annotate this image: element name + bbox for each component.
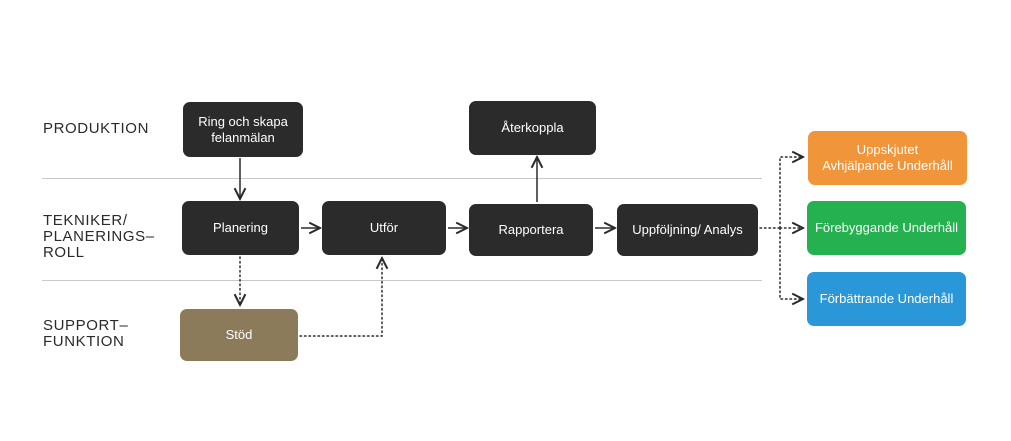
node-label: Utför — [369, 220, 399, 235]
node-ring-och-skapa-felanmalan: Ring och skapa felanmälan — [183, 102, 303, 157]
lane-label-line: PLANERINGS– — [43, 228, 155, 245]
lane-label-support: SUPPORT– FUNKTION — [43, 318, 128, 350]
lane-divider — [42, 178, 762, 179]
node-label-line: Avhjälpande Underhåll — [822, 158, 953, 173]
node-aterkoppla: Återkoppla — [469, 101, 596, 155]
node-label: Förbättrande Underhåll — [819, 291, 954, 306]
node-label: Stöd — [225, 327, 253, 342]
node-planering: Planering — [182, 201, 299, 255]
lane-divider — [42, 280, 762, 281]
lane-label-line: PRODUKTION — [43, 120, 150, 137]
lane-label-tekniker: TEKNIKER/ PLANERINGS– ROLL — [43, 213, 155, 261]
node-label: Rapportera — [498, 222, 564, 237]
node-stod: Stöd — [180, 309, 298, 361]
lane-label-line: ROLL — [43, 244, 85, 261]
node-label-line: Uppskjutet — [856, 142, 919, 157]
lane-label-line: TEKNIKER/ — [43, 212, 128, 229]
node-label: Återkoppla — [501, 120, 564, 135]
node-forebyggande-underhall: Förebyggande Underhåll — [807, 201, 966, 255]
node-label-line: Ring och skapa — [198, 113, 288, 129]
node-utfor: Utför — [322, 201, 446, 255]
node-uppfoljning-analys: Uppföljning/ Analys — [617, 204, 758, 256]
lane-label-line: FUNKTION — [43, 333, 125, 350]
node-label: Planering — [213, 220, 268, 235]
dotted-arrow-to-uppskjutet — [779, 157, 803, 229]
lane-label-line: SUPPORT– — [43, 317, 129, 334]
dotted-arrow-to-forbattrande — [779, 227, 803, 299]
node-uppskjutet-avhjalpande-underhall: Uppskjutet Avhjälpande Underhåll — [808, 131, 967, 185]
node-rapportera: Rapportera — [469, 204, 593, 256]
node-label-line: felanmälan — [211, 129, 275, 145]
node-label: Förebyggande Underhåll — [814, 220, 959, 235]
node-label: Uppföljning/ Analys — [632, 222, 743, 237]
node-forbattrande-underhall: Förbättrande Underhåll — [807, 272, 966, 326]
lane-label-produktion: PRODUKTION — [43, 121, 149, 137]
dotted-arrow-stod-to-utfor — [299, 258, 382, 337]
